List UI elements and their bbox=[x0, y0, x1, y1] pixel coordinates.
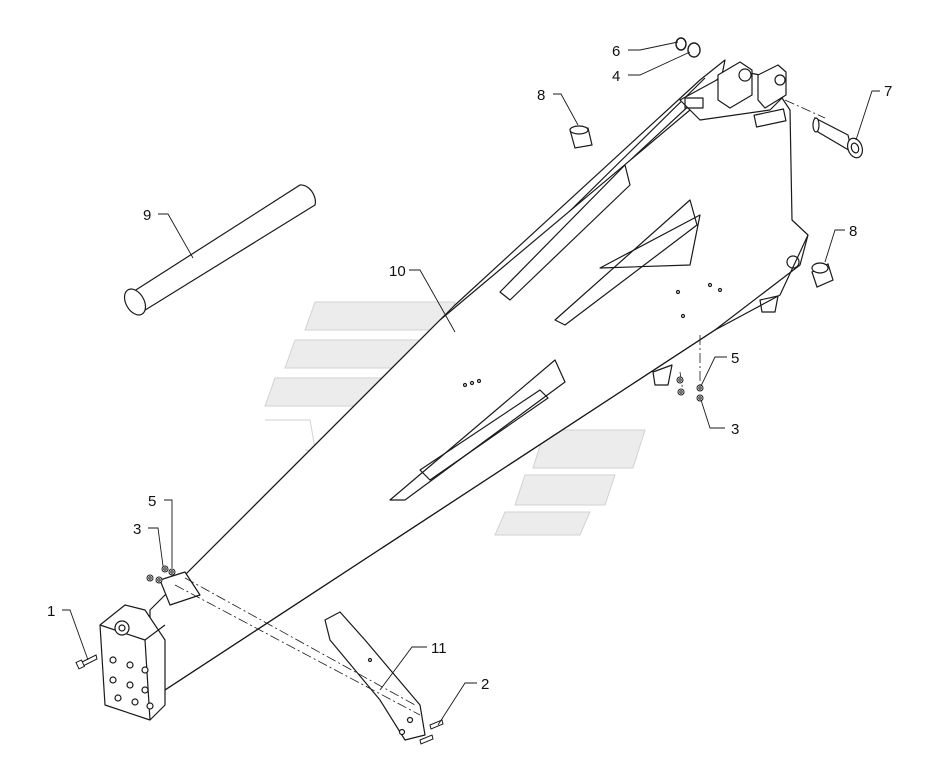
callout-11: 11 bbox=[431, 640, 447, 657]
window-4 bbox=[389, 359, 566, 501]
callout-5-left: 5 bbox=[148, 493, 156, 510]
callout-labels: 1 2 3 3 4 5 5 6 7 8 8 9 10 11 bbox=[47, 43, 892, 693]
lower-left-bracket bbox=[159, 571, 201, 606]
callout-3-right: 3 bbox=[731, 421, 739, 438]
callout-10: 10 bbox=[389, 263, 406, 280]
fasteners bbox=[146, 376, 704, 584]
window-3 bbox=[599, 214, 701, 269]
callout-1: 1 bbox=[47, 603, 55, 620]
top-lug-right bbox=[757, 64, 787, 109]
callout-5-right: 5 bbox=[731, 350, 739, 367]
bushing-parts bbox=[569, 125, 834, 288]
callout-7: 7 bbox=[884, 83, 892, 100]
tube-part bbox=[123, 184, 316, 316]
lower-bracket-1 bbox=[652, 364, 673, 386]
pin-part bbox=[812, 116, 864, 159]
window-1 bbox=[499, 164, 631, 301]
lower-bracket-2 bbox=[759, 295, 779, 313]
callout-8-top: 8 bbox=[537, 87, 545, 104]
window-2 bbox=[554, 199, 698, 326]
callout-9: 9 bbox=[143, 207, 151, 224]
ring-parts bbox=[675, 37, 701, 58]
callout-4: 4 bbox=[612, 68, 620, 85]
window-5 bbox=[419, 389, 549, 481]
callout-8-right: 8 bbox=[849, 223, 857, 240]
boom-side-plate bbox=[149, 79, 809, 701]
alignment-lines bbox=[174, 99, 826, 716]
boom-assembly bbox=[149, 59, 809, 701]
leader-lines bbox=[62, 41, 880, 726]
callout-2: 2 bbox=[481, 676, 489, 693]
callout-6: 6 bbox=[612, 43, 620, 60]
bolt-parts bbox=[75, 654, 444, 745]
mounting-bracket bbox=[324, 611, 426, 741]
foot-plate bbox=[99, 604, 166, 721]
boom-lower-edge bbox=[164, 234, 809, 691]
callout-3-left: 3 bbox=[133, 521, 141, 538]
top-lug-left bbox=[717, 61, 753, 109]
